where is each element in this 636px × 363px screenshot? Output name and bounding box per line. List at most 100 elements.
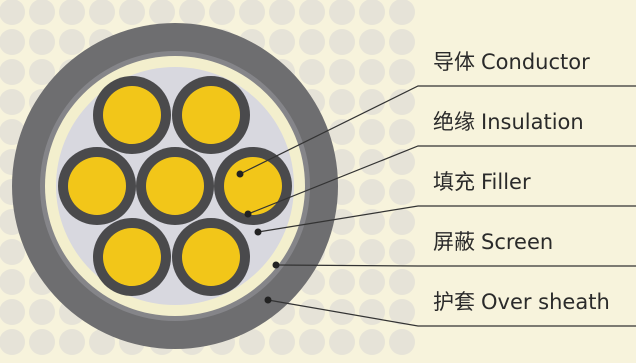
background-dot: [359, 59, 385, 85]
label-over-sheath-en: Over sheath: [481, 290, 610, 314]
background-dot: [389, 29, 415, 55]
background-dot: [329, 209, 355, 235]
label-insulation-en: Insulation: [481, 110, 584, 134]
background-dot: [359, 209, 385, 235]
background-dot: [239, 329, 265, 355]
background-dot: [0, 29, 25, 55]
background-dot: [0, 89, 25, 115]
leader-filler: [257, 205, 636, 233]
background-dot: [329, 0, 355, 25]
label-over-sheath-cn: 护套: [433, 290, 475, 314]
core-conductor: [146, 157, 204, 215]
background-dot: [359, 89, 385, 115]
label-insulation-cn: 绝缘: [433, 110, 475, 134]
conductor-core: [58, 147, 136, 225]
background-dot: [0, 329, 25, 355]
background-dot: [359, 299, 385, 325]
background-dot: [389, 299, 415, 325]
background-dot: [299, 59, 325, 85]
conductor-core: [172, 218, 250, 296]
background-dot: [29, 59, 55, 85]
background-dot: [389, 119, 415, 145]
background-dot: [29, 29, 55, 55]
label-filler-cn: 填充: [433, 170, 475, 194]
background-dot: [29, 0, 55, 25]
leader-conductor-dot: [236, 170, 244, 178]
conductor-core: [136, 147, 214, 225]
leader-lines: [236, 85, 636, 327]
background-dot: [269, 29, 295, 55]
background-dot: [29, 299, 55, 325]
background-dot: [329, 29, 355, 55]
background-dot: [359, 149, 385, 175]
leader-insulation-dot: [244, 210, 252, 218]
core-conductor: [224, 157, 282, 215]
background-dot: [389, 239, 415, 265]
background-dot: [0, 269, 25, 295]
background-dot: [389, 89, 415, 115]
leader-filler-dot: [254, 228, 262, 236]
background-dot: [0, 119, 25, 145]
background-dot: [329, 329, 355, 355]
background-dot: [359, 269, 385, 295]
conductor-core: [172, 76, 250, 154]
background-dot: [359, 0, 385, 25]
core-conductor: [182, 86, 240, 144]
label-filler-en: Filler: [481, 170, 531, 194]
leader-screen-dot: [272, 261, 280, 269]
background-dot: [0, 299, 25, 325]
label-screen-en: Screen: [481, 230, 554, 254]
background-dot: [299, 329, 325, 355]
background-dot: [149, 0, 175, 25]
background-dot: [269, 329, 295, 355]
leader-insulation: [247, 145, 636, 215]
background-dot: [329, 59, 355, 85]
conductor-core: [93, 218, 171, 296]
background-dot: [389, 269, 415, 295]
leader-over-sheath-dot: [264, 296, 272, 304]
background-dot: [359, 239, 385, 265]
background-dot: [359, 329, 385, 355]
background-dot: [389, 0, 415, 25]
background-dot: [359, 29, 385, 55]
background-dot: [0, 0, 25, 25]
background-dot: [329, 239, 355, 265]
background-dot: [269, 0, 295, 25]
background-dot: [389, 329, 415, 355]
label-conductor-cn: 导体: [433, 50, 475, 74]
conductor-core: [214, 147, 292, 225]
core-conductor: [182, 228, 240, 286]
background-dot: [359, 119, 385, 145]
conductor-cores: [58, 76, 292, 296]
background-dot: [359, 179, 385, 205]
background-dot: [239, 0, 265, 25]
background-dot: [389, 179, 415, 205]
background-dot: [299, 0, 325, 25]
background-dot: [179, 0, 205, 25]
background-dot: [0, 239, 25, 265]
background-dot: [119, 0, 145, 25]
background-dot: [209, 0, 235, 25]
core-conductor: [68, 157, 126, 215]
label-conductor-en: Conductor: [481, 50, 590, 74]
background-dot: [59, 0, 85, 25]
background-dot: [389, 209, 415, 235]
background-dot: [299, 29, 325, 55]
background-dot: [389, 59, 415, 85]
background-dot: [59, 329, 85, 355]
background-dot: [329, 299, 355, 325]
background-dot: [329, 269, 355, 295]
background-dot: [0, 59, 25, 85]
leader-conductor: [239, 85, 636, 175]
conductor-core: [93, 76, 171, 154]
background-dot: [29, 329, 55, 355]
background-dot: [89, 329, 115, 355]
leader-over-sheath: [267, 299, 636, 327]
background-dot: [329, 89, 355, 115]
